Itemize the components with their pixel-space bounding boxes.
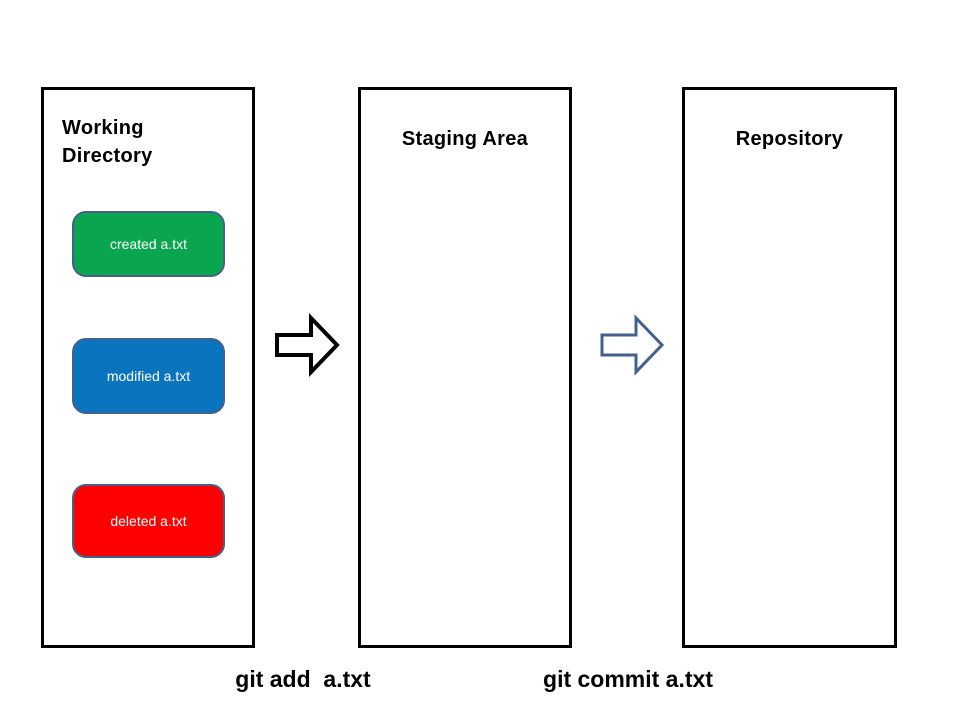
staging-area-box: Staging Area	[358, 87, 572, 648]
git-commit-command-label: git commit a.txt	[543, 666, 713, 692]
repository-box: Repository	[682, 87, 897, 648]
git-add-command-label: git add a.txt	[235, 666, 371, 692]
block-arrow-right-icon	[275, 313, 340, 377]
repository-title: Repository	[735, 128, 844, 150]
block-arrow-right-shape	[275, 313, 340, 377]
block-arrow-right-icon	[600, 314, 665, 376]
staging-area-title: Staging Area	[401, 128, 529, 150]
file-chip-created: created a.txt	[72, 211, 225, 277]
working-directory-box: Working Directory created a.txt modified…	[41, 87, 255, 648]
file-chip-deleted-label: deleted a.txt	[110, 513, 187, 529]
file-chip-deleted: deleted a.txt	[72, 484, 225, 558]
working-directory-title: Working Directory	[62, 117, 153, 167]
file-chip-modified-label: modified a.txt	[106, 368, 191, 384]
block-arrow-right-shape	[600, 314, 665, 376]
file-chip-created-label: created a.txt	[109, 236, 188, 252]
file-chip-modified: modified a.txt	[72, 338, 225, 414]
